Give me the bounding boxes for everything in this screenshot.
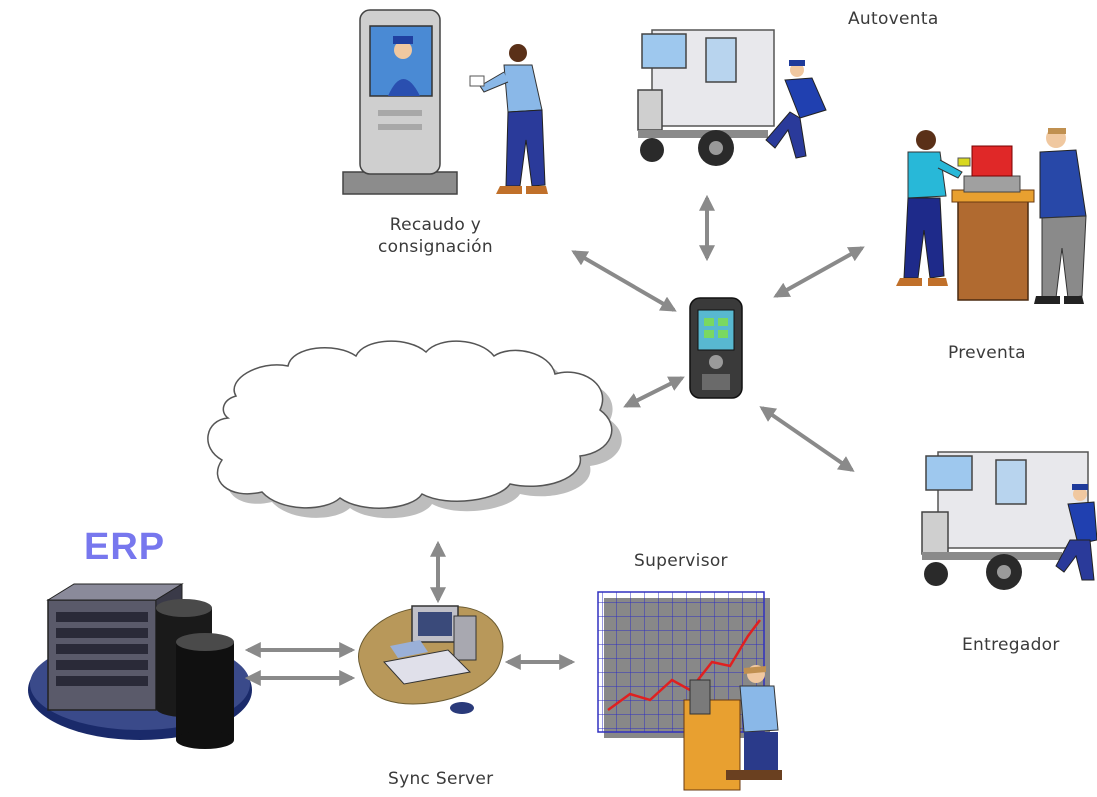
arrow-pda-cloud <box>623 376 685 408</box>
delivery-truck-icon <box>637 18 827 176</box>
erp-server-icon <box>28 583 252 749</box>
erp-label: ERP <box>84 526 166 568</box>
autoventa-label: Autoventa <box>848 9 939 29</box>
sales-counter-icon <box>896 128 1087 304</box>
connection-arrows <box>244 194 865 686</box>
preventa-label: Preventa <box>948 343 1026 363</box>
sync-workstation-icon <box>358 605 504 714</box>
delivery-truck-icon <box>921 440 1097 600</box>
arrow-pda-preventa <box>773 246 865 298</box>
arrow-pda-entregador <box>759 406 855 472</box>
network-cloud-icon <box>207 340 622 519</box>
sync-server-label: Sync Server <box>388 769 494 789</box>
entregador-label: Entregador <box>962 635 1060 655</box>
payment-kiosk-icon <box>342 9 548 195</box>
recaudo-label-line1: Recaudo y <box>389 215 482 235</box>
recaudo-label-line2: consignación <box>378 237 493 258</box>
arrow-pda-recaudo <box>571 250 677 312</box>
recaudo-label: Recaudo y consignación <box>378 214 493 258</box>
supervisor-label: Supervisor <box>634 551 728 571</box>
supervisor-chart-icon <box>597 591 782 791</box>
handheld-pda-icon <box>689 297 743 399</box>
